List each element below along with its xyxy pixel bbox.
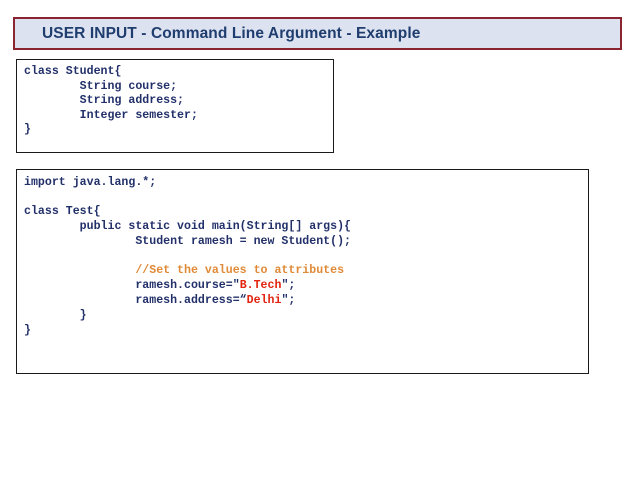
code-token-plain: "; <box>281 279 296 293</box>
code-line: class Test{ <box>24 205 582 220</box>
code-line: } <box>24 309 582 324</box>
code-token-plain: "; <box>281 293 296 307</box>
code-line: //Set the values to attributes <box>24 264 582 279</box>
code-line: import java.lang.*; <box>24 176 582 191</box>
code-token-plain: String address; <box>24 94 185 108</box>
code-lines-test-class: import java.lang.*; class Test{ public st… <box>24 176 582 338</box>
code-token-plain: Integer semester; <box>24 108 198 122</box>
slide-title-banner: USER INPUT - Command Line Argument - Exa… <box>13 17 622 50</box>
code-lines-student-class: class Student{ String course; String add… <box>24 65 327 138</box>
code-token-plain: public static void main(String[] args){ <box>24 220 351 234</box>
code-line: } <box>24 324 582 339</box>
page-title: USER INPUT - Command Line Argument - Exa… <box>42 24 421 42</box>
code-token-plain: Student ramesh = new Student(); <box>24 234 351 248</box>
code-line: Integer semester; <box>24 109 327 124</box>
code-token-plain: ramesh.course=" <box>24 279 240 293</box>
code-token-string: Delhi <box>246 293 282 307</box>
code-token-plain: String course; <box>24 79 178 93</box>
code-line: String address; <box>24 94 327 109</box>
code-token-plain: } <box>24 123 31 137</box>
code-line: ramesh.address=“Delhi"; <box>24 294 582 309</box>
code-line <box>24 191 582 206</box>
code-line <box>24 250 582 265</box>
code-token-comment: //Set the values to attributes <box>24 264 345 278</box>
code-token-plain: } <box>24 308 87 322</box>
code-line: class Student{ <box>24 65 327 80</box>
code-token-plain: class Test{ <box>24 205 101 219</box>
code-block-test-class: import java.lang.*; class Test{ public st… <box>16 169 589 374</box>
code-line: Student ramesh = new Student(); <box>24 235 582 250</box>
code-line: public static void main(String[] args){ <box>24 220 582 235</box>
code-token-plain: class Student{ <box>24 65 122 78</box>
code-token-plain: } <box>24 323 31 337</box>
code-line: } <box>24 123 327 138</box>
code-block-student-class: class Student{ String course; String add… <box>16 59 334 153</box>
code-line: ramesh.course="B.Tech"; <box>24 279 582 294</box>
code-line: String course; <box>24 80 327 95</box>
code-token-plain: ramesh.address=“ <box>24 293 247 307</box>
code-token-string: B.Tech <box>239 279 282 293</box>
code-token-plain: import java.lang.*; <box>24 176 157 189</box>
